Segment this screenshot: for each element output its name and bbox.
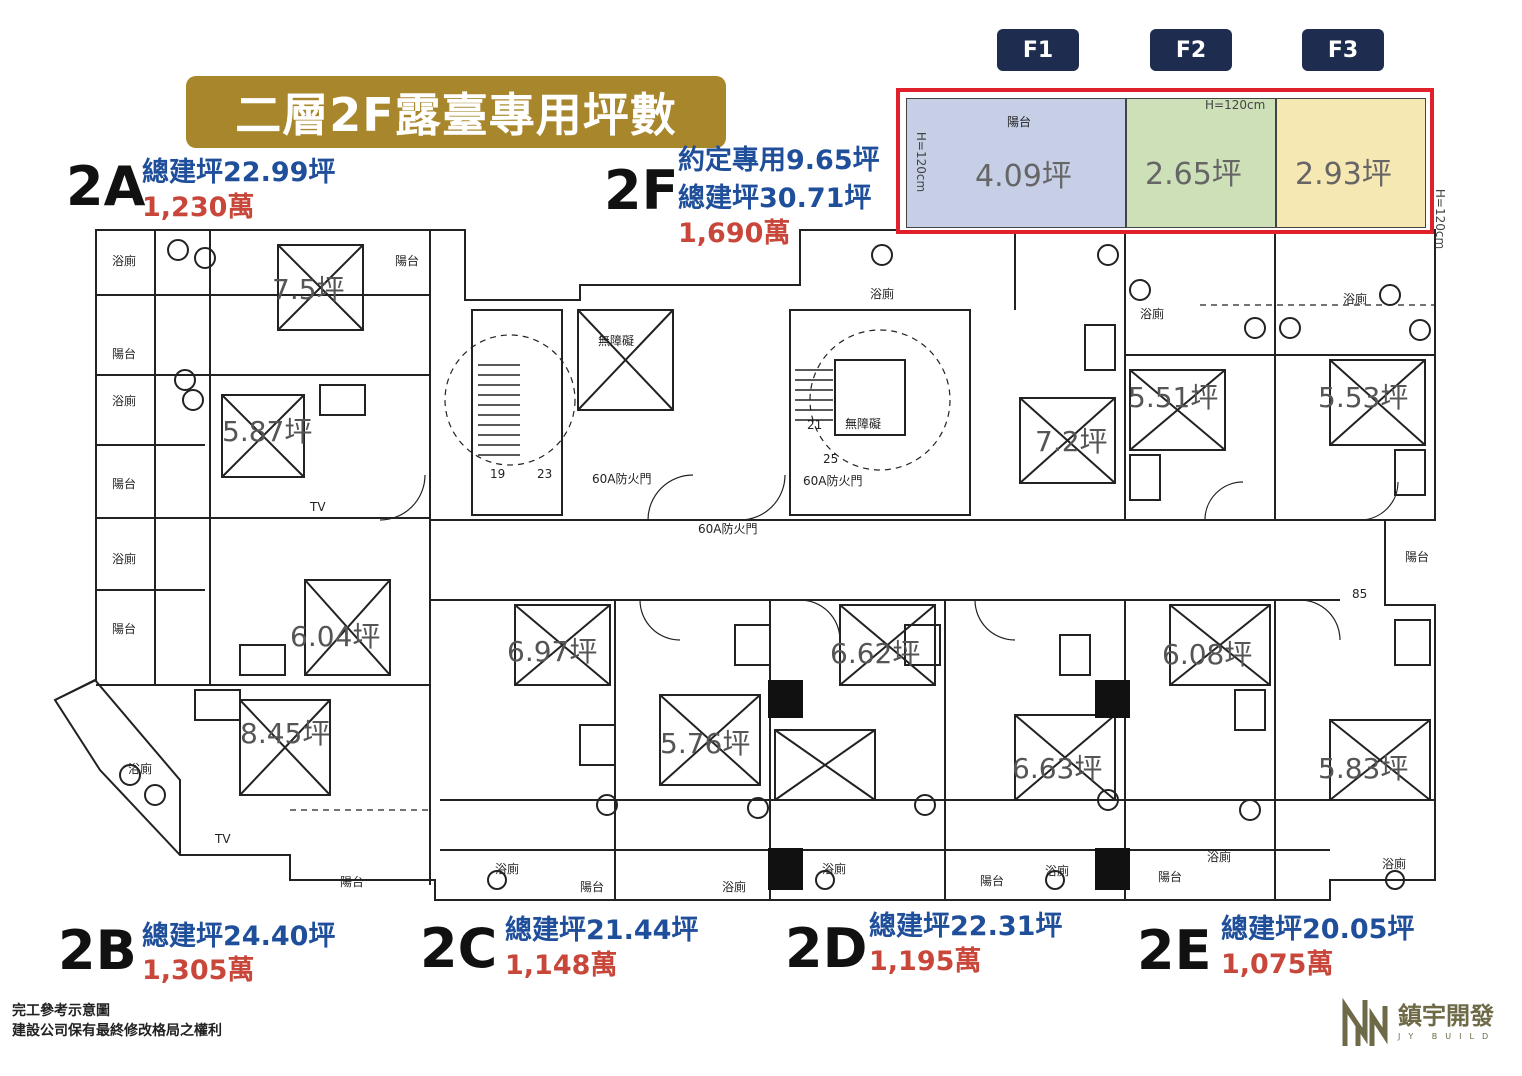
unit-2e-price: 1,075萬 — [1221, 949, 1334, 980]
bath-label: 浴廁 — [1140, 307, 1165, 321]
room-label: 6.63坪 — [1012, 752, 1103, 785]
unit-2d-price: 1,195萬 — [869, 946, 982, 977]
unit-2a-area: 總建坪22.99坪 — [142, 157, 336, 188]
balcony-label: 陽台 — [580, 880, 605, 894]
tv-label: TV — [310, 500, 326, 514]
tab-f3[interactable]: F3 — [1302, 29, 1384, 71]
fire-door-label: 60A防火門 — [592, 472, 652, 486]
stair-label: 19 — [490, 467, 506, 481]
page-title: 二層2F露臺專用坪數 — [186, 76, 726, 148]
unit-2c-price: 1,148萬 — [505, 950, 618, 981]
unit-2c-code: 2C — [420, 917, 498, 980]
unit-2e-code: 2E — [1137, 919, 1212, 982]
unit-2a-code: 2A — [66, 155, 146, 218]
balcony-label: 陽台 — [112, 477, 137, 491]
room-label: 8.45坪 — [240, 717, 331, 750]
terrace-f3[interactable]: 2.93坪 — [1276, 98, 1426, 228]
terrace-height-right: H=120cm — [1433, 188, 1448, 250]
unit-2d-code: 2D — [785, 917, 868, 980]
unit-2d-area: 總建坪22.31坪 — [869, 911, 1063, 942]
disclaimer: 完工參考示意圖 建設公司保有最終修改格局之權利 — [12, 1002, 222, 1041]
bath-label: 浴廁 — [112, 254, 137, 268]
bath-label: 浴廁 — [1343, 292, 1368, 306]
balcony-label: 陽台 — [1405, 550, 1430, 564]
company-logo: 鎮宇開發 JY BUILD — [1340, 996, 1496, 1048]
terrace-highlight: 陽台 4.09坪 H=120cm 2.65坪 2.93坪 H=120cm — [896, 88, 1434, 234]
terrace-f1-area: 4.09坪 — [975, 159, 1072, 194]
terrace-f2-area: 2.65坪 — [1145, 157, 1242, 192]
stair-label: 21 — [807, 418, 823, 432]
bath-label: 浴廁 — [1207, 850, 1232, 864]
room-label: 7.2坪 — [1035, 425, 1108, 458]
unit-2c-area: 總建坪21.44坪 — [505, 915, 699, 946]
balcony-label: 陽台 — [112, 347, 137, 361]
logo-name: 鎮宇開發 — [1398, 1001, 1494, 1030]
terrace-height-top: H=120cm — [1205, 98, 1266, 112]
logo-mark-icon — [1342, 997, 1388, 1046]
terrace-f1[interactable]: 陽台 4.09坪 H=120cm — [906, 98, 1126, 228]
unit-2f-code: 2F — [604, 159, 679, 222]
fire-door-label: 60A防火門 — [803, 474, 863, 488]
room-label: 5.53坪 — [1318, 381, 1409, 414]
bath-label: 浴廁 — [1382, 857, 1407, 871]
logo-sub: JY BUILD — [1398, 1031, 1497, 1041]
unit-2b-area: 總建坪24.40坪 — [142, 921, 336, 952]
bath-label: 浴廁 — [495, 862, 520, 876]
balcony-label: 陽台 — [1158, 870, 1183, 884]
balcony-label: 陽台 — [112, 622, 137, 636]
fire-door-label: 60A防火門 — [698, 522, 758, 536]
room-label: 6.04坪 — [290, 620, 381, 653]
terrace-f2[interactable]: 2.65坪 — [1126, 98, 1276, 228]
stair-label: 23 — [537, 467, 553, 481]
bath-label: 浴廁 — [722, 880, 747, 894]
stair-label: 25 — [823, 452, 839, 466]
room-label: 6.97坪 — [507, 635, 598, 668]
bath-label: 浴廁 — [822, 862, 847, 876]
tab-f2[interactable]: F2 — [1150, 29, 1232, 71]
unit-2b-price: 1,305萬 — [142, 955, 255, 986]
unit-2a-price: 1,230萬 — [142, 192, 255, 223]
disclaimer-line-1: 完工參考示意圖 — [12, 1003, 110, 1019]
room-label: 6.08坪 — [1162, 638, 1253, 671]
bath-label: 浴廁 — [128, 762, 153, 776]
bath-label: 浴廁 — [870, 287, 895, 301]
dimension-label: 85 — [1352, 587, 1368, 601]
balcony-label: 陽台 — [395, 254, 420, 268]
room-label: 5.51坪 — [1128, 381, 1219, 414]
terrace-f1-caption: 陽台 — [1007, 115, 1032, 129]
room-label: 5.76坪 — [660, 727, 751, 760]
room-label: 5.87坪 — [222, 415, 313, 448]
bath-label: 浴廁 — [112, 552, 137, 566]
tab-f1[interactable]: F1 — [997, 29, 1079, 71]
unit-2f-agreed: 約定專用9.65坪 — [678, 145, 880, 176]
unit-2e-area: 總建坪20.05坪 — [1221, 914, 1415, 945]
terrace-f3-area: 2.93坪 — [1295, 157, 1392, 192]
room-label: 6.62坪 — [830, 637, 921, 670]
elevator-label: 無障礙 — [845, 417, 882, 431]
balcony-label: 陽台 — [980, 874, 1005, 888]
disclaimer-line-2: 建設公司保有最終修改格局之權利 — [12, 1022, 222, 1039]
unit-2f-area: 總建坪30.71坪 — [678, 183, 872, 214]
bath-label: 浴廁 — [1045, 864, 1070, 878]
terrace-height-left: H=120cm — [914, 131, 929, 193]
room-label: 7.5坪 — [272, 273, 345, 306]
unit-2f-price: 1,690萬 — [678, 218, 791, 249]
elevator-label: 無障礙 — [598, 334, 635, 348]
room-label: 5.83坪 — [1318, 752, 1409, 785]
unit-2b-code: 2B — [58, 919, 137, 982]
balcony-label: 陽台 — [340, 875, 365, 889]
bath-label: 浴廁 — [112, 394, 137, 408]
tv-label: TV — [215, 832, 231, 846]
